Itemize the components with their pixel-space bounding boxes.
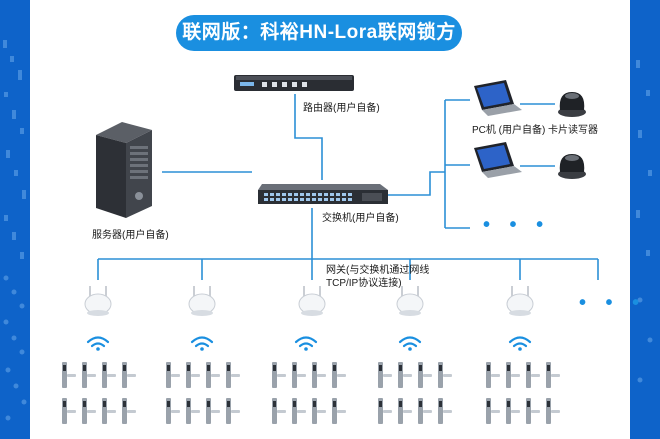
door-lock-icon xyxy=(186,398,200,424)
pc-label: PC机 (用户自备) xyxy=(472,125,546,136)
door-lock-icon xyxy=(332,362,346,388)
wifi-icon-5 xyxy=(508,336,532,348)
gateway-icon-1 xyxy=(84,286,112,316)
door-lock-icon xyxy=(398,362,412,388)
door-lock-icon xyxy=(272,398,286,424)
door-lock-icon xyxy=(102,362,116,388)
door-lock-icon xyxy=(418,362,432,388)
gateway-icon-2 xyxy=(188,286,216,316)
door-lock-icon xyxy=(312,362,326,388)
switch-icon xyxy=(258,184,388,204)
door-lock-icon xyxy=(378,362,392,388)
gateway-icon-3 xyxy=(298,286,326,316)
door-lock-icon xyxy=(418,398,432,424)
door-lock-icon xyxy=(486,362,500,388)
door-lock-icon xyxy=(166,398,180,424)
door-lock-icon xyxy=(292,398,306,424)
door-lock-icon xyxy=(82,398,96,424)
door-lock-icon xyxy=(546,362,560,388)
server-icon xyxy=(96,122,152,218)
door-lock-icon xyxy=(378,398,392,424)
door-lock-icon xyxy=(82,362,96,388)
door-lock-icon xyxy=(122,398,136,424)
door-lock-icon xyxy=(312,398,326,424)
laptop-icon-2 xyxy=(474,142,522,178)
door-lock-icon xyxy=(206,398,220,424)
server-label: 服务器(用户自备) xyxy=(92,230,169,241)
switch-label: 交换机(用户自备) xyxy=(322,213,399,224)
door-lock-icon xyxy=(166,362,180,388)
left-dot-pattern xyxy=(3,40,27,421)
more-gateways-ellipsis: • • • xyxy=(579,292,647,314)
door-lock-icon xyxy=(526,398,540,424)
door-lock-icon xyxy=(226,362,240,388)
laptop-icon-1 xyxy=(474,80,522,116)
gateway-label: 网关(与交换机通过网线TCP/IP协议连接) xyxy=(326,265,430,289)
page-title: 联网版：科裕HN-Lora联网锁方案 xyxy=(176,15,462,79)
door-lock-icon xyxy=(122,362,136,388)
wifi-icon-2 xyxy=(190,336,214,348)
door-lock-icon xyxy=(62,362,76,388)
door-lock-icon xyxy=(206,362,220,388)
more-pcs-ellipsis: • • • xyxy=(483,214,551,236)
card-reader-icon-2 xyxy=(558,154,586,179)
wifi-icon-4 xyxy=(398,336,422,348)
door-lock-icon xyxy=(186,362,200,388)
door-lock-icon xyxy=(486,398,500,424)
wifi-icon-3 xyxy=(294,336,318,348)
door-lock-icon xyxy=(438,362,452,388)
card-reader-icon-1 xyxy=(558,92,586,117)
door-lock-icon xyxy=(506,398,520,424)
router-icon xyxy=(234,75,354,91)
door-lock-icon xyxy=(506,362,520,388)
card-reader-label: 卡片读写器 xyxy=(548,125,598,136)
door-lock-icon xyxy=(62,398,76,424)
door-lock-array xyxy=(62,362,560,424)
door-lock-icon xyxy=(438,398,452,424)
door-lock-icon xyxy=(546,398,560,424)
door-lock-icon xyxy=(526,362,540,388)
door-lock-icon xyxy=(226,398,240,424)
router-label: 路由器(用户自备) xyxy=(303,103,380,114)
right-dot-pattern xyxy=(636,60,653,383)
door-lock-icon xyxy=(398,398,412,424)
gateway-icon-5 xyxy=(506,286,534,316)
gateway-icon-4 xyxy=(396,286,424,316)
door-lock-icon xyxy=(292,362,306,388)
connection-lines xyxy=(97,94,599,280)
door-lock-icon xyxy=(272,362,286,388)
wifi-icon-1 xyxy=(86,336,110,348)
door-lock-icon xyxy=(332,398,346,424)
door-lock-icon xyxy=(102,398,116,424)
wifi-icons xyxy=(86,336,532,348)
